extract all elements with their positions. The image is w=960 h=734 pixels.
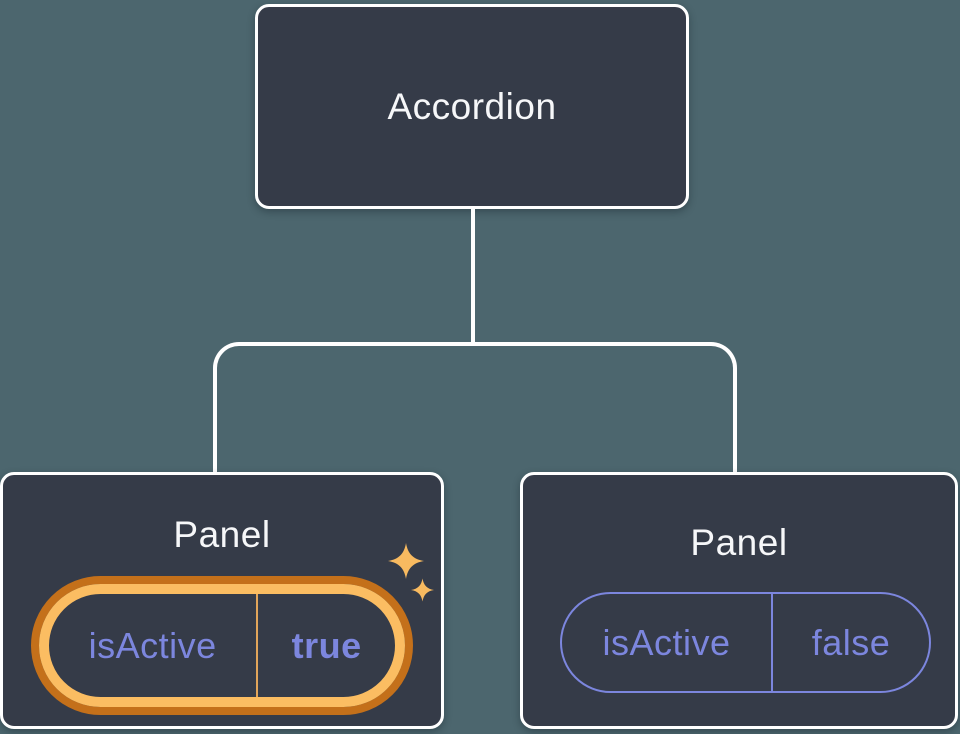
- accordion-label: Accordion: [387, 85, 557, 127]
- tree-connector-bracket: [213, 342, 737, 472]
- state-pill-active: isActive true: [31, 576, 413, 715]
- prop-name-cell: isActive: [562, 594, 774, 691]
- state-pill-inactive: isActive false: [560, 592, 931, 693]
- panel-node-active: Panel isActive true: [0, 472, 444, 729]
- prop-value-cell: true: [258, 594, 395, 697]
- sparkle-icon-large: [388, 542, 424, 580]
- prop-name-label: isActive: [88, 624, 217, 666]
- prop-value-cell: false: [773, 594, 929, 691]
- prop-name-cell: isActive: [49, 594, 259, 697]
- panel-node-inactive: Panel isActive false: [520, 472, 958, 729]
- sparkle-icon-small: [411, 578, 434, 602]
- tree-connector-stem: [471, 207, 475, 346]
- prop-value-label: true: [291, 624, 362, 666]
- panel-title: Panel: [173, 514, 271, 555]
- prop-name-label: isActive: [602, 621, 731, 663]
- prop-value-label: false: [811, 621, 891, 663]
- accordion-node: Accordion: [255, 4, 689, 209]
- panel-title: Panel: [690, 522, 788, 563]
- state-pill-highlight-ring: isActive true: [39, 584, 405, 707]
